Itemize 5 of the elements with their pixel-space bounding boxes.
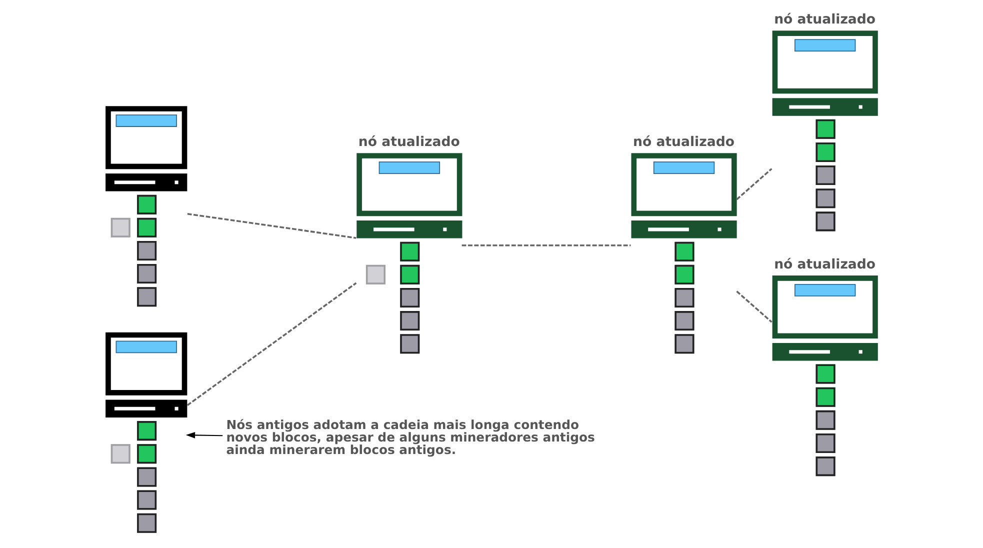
node-label: nó atualizado	[633, 135, 734, 150]
node-label: nó atualizado	[774, 257, 876, 272]
node-text: Nós antigos adotam a cadeia mais longa contendo novos blocos, apesar de alguns mineradores antigos ainda minerarem blocos antigos.	[226, 417, 595, 458]
node-label: nó atualizado	[774, 12, 876, 28]
node-label: nó atualizado	[358, 135, 460, 150]
